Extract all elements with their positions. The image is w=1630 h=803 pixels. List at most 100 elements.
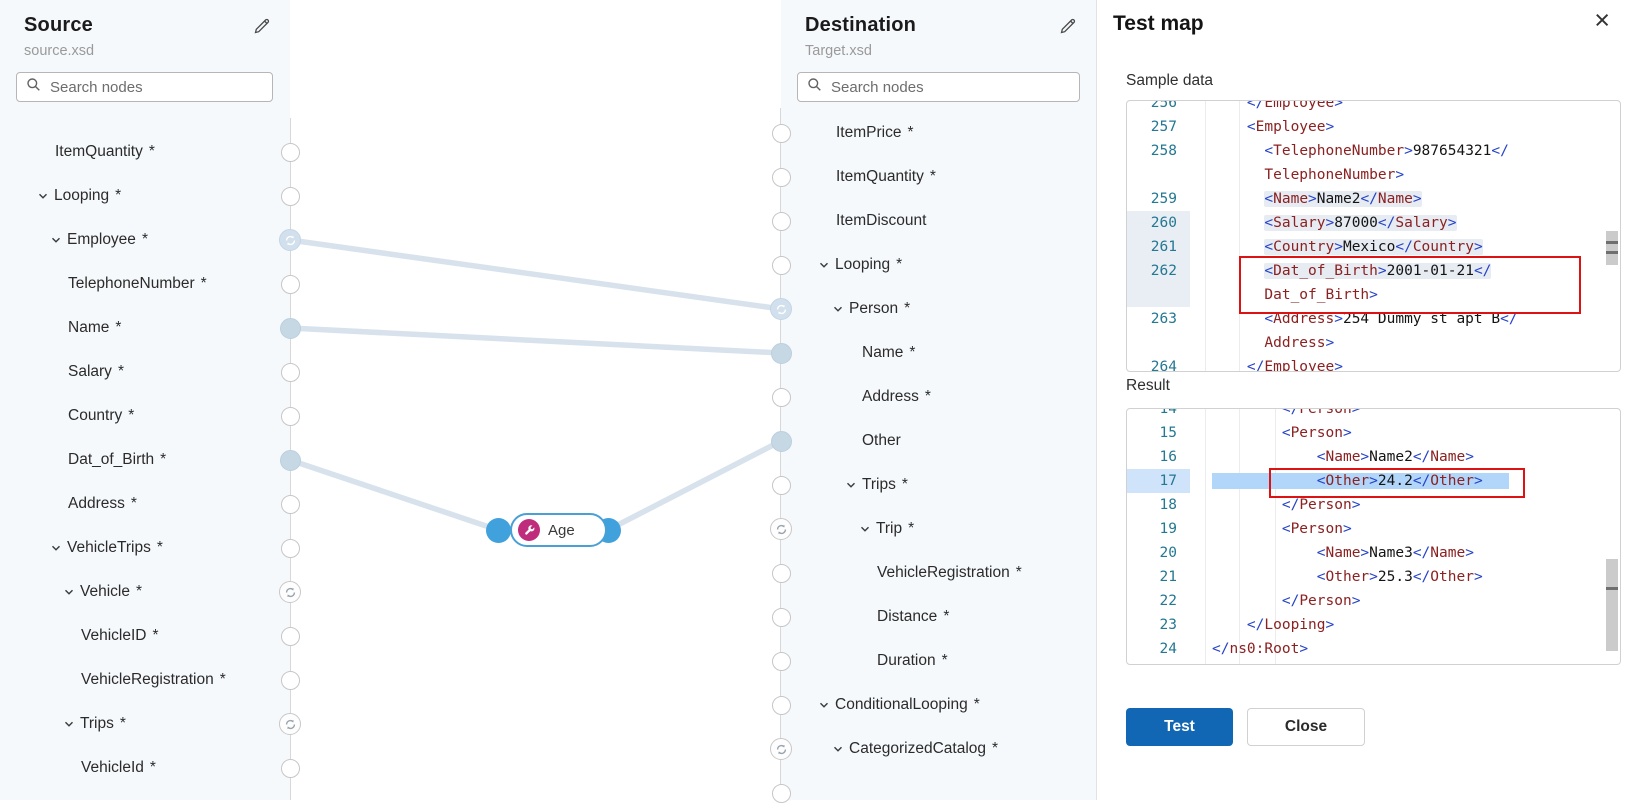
port-destination-Looping[interactable] (771, 255, 791, 275)
edit-destination-schema-button[interactable] (1056, 14, 1080, 38)
port-source-Trips[interactable] (279, 713, 301, 735)
port-destination-CategorizedCatalog[interactable] (770, 738, 792, 760)
tree-node-TelephoneNumber[interactable]: TelephoneNumber* (0, 262, 290, 306)
tree-node-Looping[interactable]: Looping* (781, 243, 1096, 287)
tree-node-Vehicle[interactable]: Vehicle* (0, 570, 290, 614)
port-destination-ItemPrice[interactable] (771, 123, 791, 143)
tree-node-Looping[interactable]: Looping* (0, 174, 290, 218)
port-destination-Duration[interactable] (771, 651, 791, 671)
port-destination-Other[interactable] (770, 430, 792, 452)
chevron-down-icon[interactable] (818, 259, 830, 271)
sample-code-content: 256 </Employee>257 <Employee>258 <Teleph… (1127, 101, 1620, 371)
chevron-down-icon[interactable] (50, 234, 62, 246)
port-source-Name[interactable] (279, 317, 301, 339)
tree-node-Trips[interactable]: Trips* (781, 463, 1096, 507)
tree-node-VehicleRegistration[interactable]: VehicleRegistration* (781, 551, 1096, 595)
tree-node-label: Address (68, 495, 125, 512)
tree-node-VehicleID[interactable]: VehicleID* (0, 614, 290, 658)
port-source-Employee[interactable] (279, 229, 301, 251)
port-source-Country[interactable] (280, 406, 300, 426)
chevron-down-icon[interactable] (859, 523, 871, 535)
port-source-Address[interactable] (280, 494, 300, 514)
tree-node-CategorizedCatalog[interactable]: CategorizedCatalog* (781, 727, 1096, 771)
port-destination-Address[interactable] (771, 387, 791, 407)
destination-search-input[interactable] (829, 77, 1070, 97)
result-editor[interactable]: 14 </Person>15 <Person>16 <Name>Name2</N… (1126, 408, 1621, 665)
tree-node-ConditionalLooping[interactable]: ConditionalLooping* (781, 683, 1096, 727)
tree-node-label: Country (68, 407, 123, 424)
result-scrollbar-thumb[interactable] (1606, 559, 1618, 651)
port-destination-Person[interactable] (770, 298, 792, 320)
source-search-input[interactable] (48, 77, 263, 97)
tree-node-VehicleTrips[interactable]: VehicleTrips* (0, 526, 290, 570)
tree-node-Address[interactable]: Address* (781, 375, 1096, 419)
port-source-Vehicle[interactable] (279, 581, 301, 603)
tree-node-Trips[interactable]: Trips* (0, 702, 290, 746)
test-button[interactable]: Test (1126, 708, 1233, 746)
tree-node-Person[interactable]: Person* (781, 287, 1096, 331)
tree-node-Distance[interactable]: Distance* (781, 595, 1096, 639)
chevron-down-icon[interactable] (63, 586, 75, 598)
port-destination-ConditionalLooping[interactable] (771, 695, 791, 715)
tree-node-Employee[interactable]: Employee* (0, 218, 290, 262)
close-button[interactable]: Close (1247, 708, 1365, 746)
tree-node-VehicleId[interactable]: VehicleId* (0, 746, 290, 790)
chevron-down-icon[interactable] (832, 743, 844, 755)
chevron-down-icon[interactable] (818, 699, 830, 711)
chevron-down-icon[interactable] (50, 542, 62, 554)
port-source-Dat_of_Birth[interactable] (279, 449, 301, 471)
source-tree: ItemQuantity*Looping*Employee*TelephoneN… (0, 130, 290, 790)
tree-node-VehicleRegistration[interactable]: VehicleRegistration* (0, 658, 290, 702)
port-destination-VehicleRegistration[interactable] (771, 563, 791, 583)
code-line: 256 </Employee> (1127, 101, 1620, 115)
tree-node-label: Duration (877, 652, 936, 669)
sample-scrollbar-thumb[interactable] (1606, 231, 1618, 265)
tree-node-Trip[interactable]: Trip* (781, 507, 1096, 551)
port-source-TelephoneNumber[interactable] (280, 274, 300, 294)
tree-node-ItemQuantity[interactable]: ItemQuantity* (0, 130, 290, 174)
port-source-VehicleID[interactable] (280, 626, 300, 646)
tree-node-Other[interactable]: Other (781, 419, 1096, 463)
port-destination-ItemDiscount[interactable] (771, 211, 791, 231)
port-source-VehicleTrips[interactable] (280, 538, 300, 558)
code-line: 24</ns0:Root> (1127, 637, 1620, 661)
port-destination-ItemQuantity[interactable] (771, 167, 791, 187)
chevron-down-icon[interactable] (63, 718, 75, 730)
tree-node-ItemPrice[interactable]: ItemPrice* (781, 111, 1096, 155)
tree-node-ItemDiscount[interactable]: ItemDiscount (781, 199, 1096, 243)
port-source-VehicleRegistration[interactable] (280, 670, 300, 690)
source-file-name: source.xsd (24, 43, 95, 59)
port-destination-Trip[interactable] (770, 518, 792, 540)
tree-node-label: Dat_of_Birth (68, 451, 155, 468)
tree-node-Address[interactable]: Address* (0, 482, 290, 526)
port-source-ItemQuantity[interactable] (280, 142, 300, 162)
port-source-Salary[interactable] (280, 362, 300, 382)
chevron-down-icon[interactable] (37, 190, 49, 202)
line-number: 261 (1127, 235, 1190, 259)
tree-node-ItemQuantity[interactable]: ItemQuantity* (781, 155, 1096, 199)
edit-source-schema-button[interactable] (250, 14, 274, 38)
tree-node-Dat_of_Birth[interactable]: Dat_of_Birth* (0, 438, 290, 482)
tree-node-Duration[interactable]: Duration* (781, 639, 1096, 683)
required-indicator: * (909, 344, 916, 361)
port-destination-Name[interactable] (770, 342, 792, 364)
tree-node-label: Name (862, 344, 904, 361)
port-source-Looping[interactable] (280, 186, 300, 206)
port-source-VehicleId[interactable] (280, 758, 300, 778)
mapping-canvas[interactable] (290, 0, 781, 800)
function-node-age[interactable]: Age (510, 513, 607, 547)
tree-node-Name[interactable]: Name * (781, 331, 1096, 375)
chevron-down-icon[interactable] (845, 479, 857, 491)
close-icon[interactable]: × (1588, 6, 1616, 35)
tree-node-Name[interactable]: Name* (0, 306, 290, 350)
sample-data-editor[interactable]: 256 </Employee>257 <Employee>258 <Teleph… (1126, 100, 1621, 372)
port-destination-Trips[interactable] (771, 475, 791, 495)
chevron-down-icon[interactable] (832, 303, 844, 315)
tree-node-label: Salary (68, 363, 112, 380)
tree-node-Country[interactable]: Country* (0, 394, 290, 438)
function-input-handle[interactable] (485, 517, 511, 543)
tree-node-Salary[interactable]: Salary* (0, 350, 290, 394)
tree-node-label: Address (862, 388, 919, 405)
port-destination-Distance[interactable] (771, 607, 791, 627)
line-number: 14 (1159, 408, 1177, 417)
